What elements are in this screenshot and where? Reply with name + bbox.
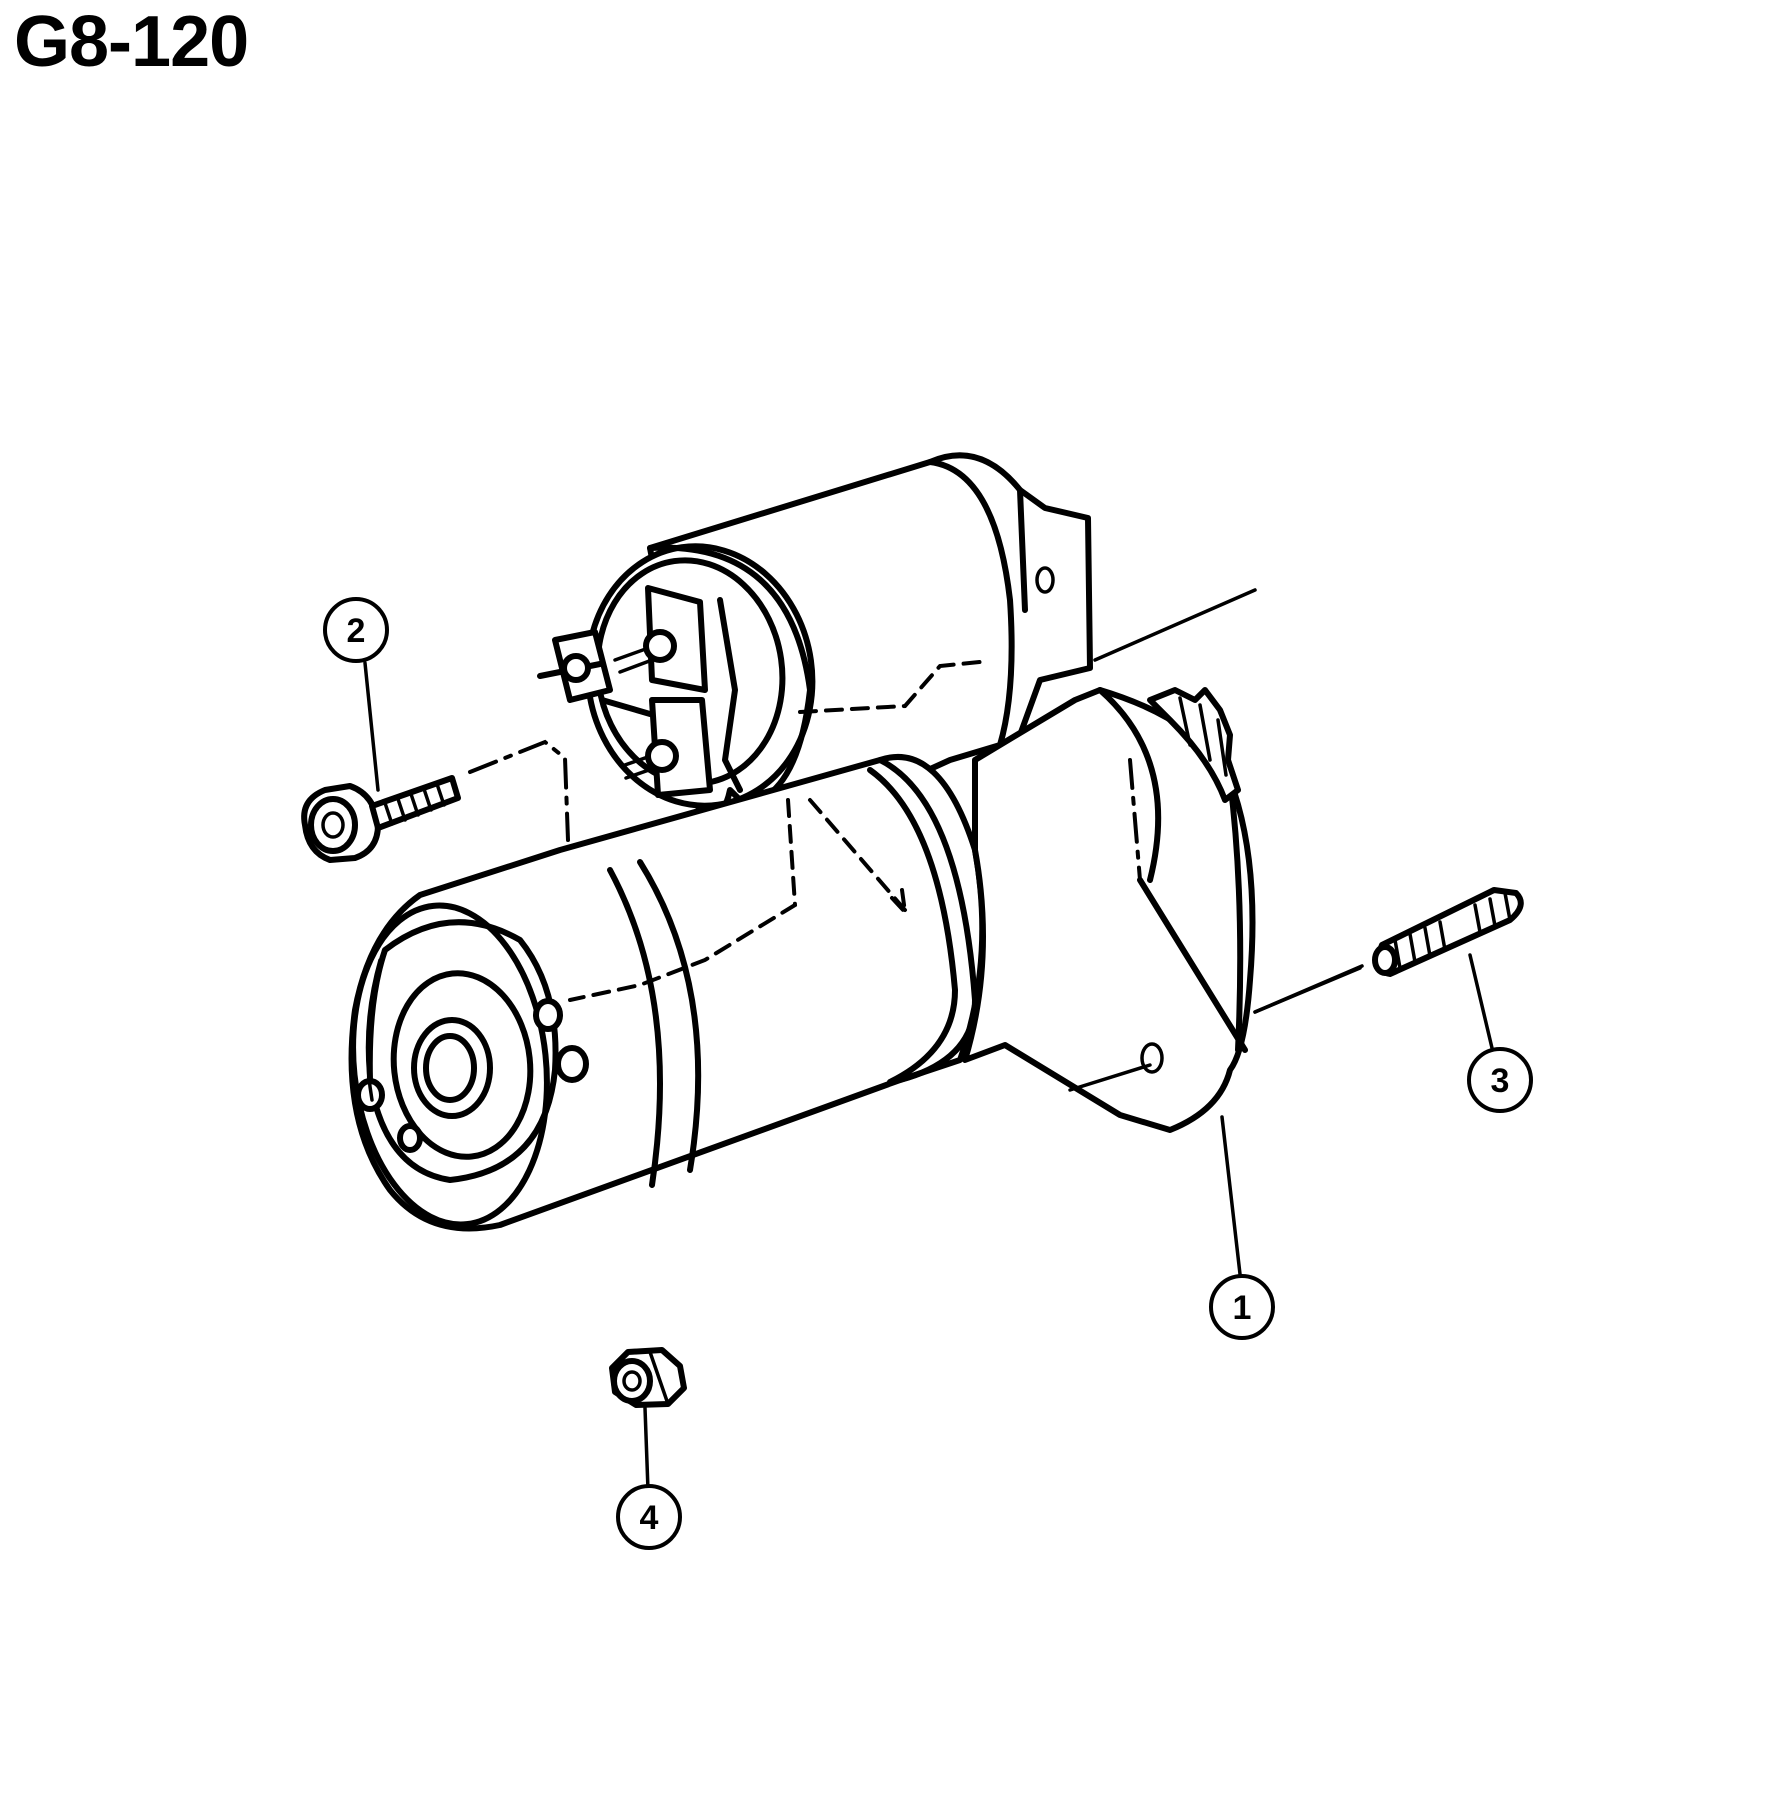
callout-4: 4 (616, 1484, 682, 1550)
callout-2: 2 (323, 597, 389, 663)
callout-4-label: 4 (640, 1499, 659, 1537)
leader-lines (363, 661, 1494, 1492)
bolt-part-2 (301, 739, 570, 863)
nut-part-4 (609, 1347, 687, 1408)
callout-1: 1 (1209, 1274, 1275, 1340)
callout-1-label: 1 (1233, 1289, 1252, 1327)
figure-code: G8-120 (14, 2, 249, 82)
callout-2-label: 2 (347, 612, 366, 650)
callout-3: 3 (1467, 1047, 1533, 1113)
starter-motor (348, 452, 1362, 1232)
callout-3-label: 3 (1491, 1062, 1510, 1100)
stud-part-3 (1253, 887, 1524, 1014)
